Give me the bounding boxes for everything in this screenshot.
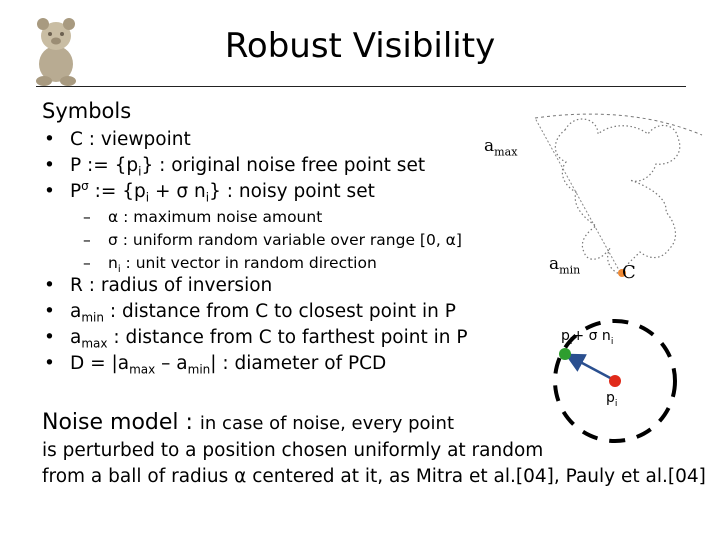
bullet-amax: amax : distance from C to farthest point… (42, 325, 468, 351)
original-point-label: pi (606, 390, 618, 409)
max-distance-line (534, 117, 621, 273)
bullet-viewpoint: C : viewpoint (42, 127, 425, 153)
bullet-amin: amin : distance from C to closest point … (42, 299, 468, 325)
noise-model-text-3: from a ball of radius α centered at it, … (42, 466, 706, 487)
symbol-list-top: C : viewpoint P := {pi} : original noise… (42, 127, 425, 205)
bullet-diameter: D = |amax – amin| : diameter of PCD (42, 351, 468, 377)
point-cloud-outline (554, 118, 681, 276)
bullet-radius: R : radius of inversion (42, 273, 468, 299)
noise-model-line: Noise model : in case of noise, every po… (42, 410, 454, 435)
inversion-figure (534, 113, 703, 277)
noise-model-text-2: is perturbed to a position chosen unifor… (42, 440, 544, 461)
noisy-point-dot (559, 348, 571, 360)
slide-title: Robust Visibility (224, 26, 496, 66)
bear-model-image (36, 18, 76, 86)
bullet-noisy-set: Pσ := {pi + σ ni} : noisy point set (42, 179, 425, 205)
noise-model-text-1: in case of noise, every point (199, 413, 455, 434)
outer-arc (534, 113, 703, 136)
symbols-heading: Symbols (42, 99, 132, 123)
viewpoint-label: C (622, 262, 636, 283)
noise-sub-list: α : maximum noise amount σ : uniform ran… (83, 206, 462, 275)
title-divider (36, 86, 686, 87)
noise-model-label: Noise model : (42, 410, 200, 435)
noise-ball-circle (553, 319, 677, 443)
symbol-list-bottom: R : radius of inversion amin : distance … (42, 273, 468, 377)
amax-label: amax (484, 136, 518, 159)
noise-vector-arrow (564, 353, 615, 382)
viewpoint-dot (618, 269, 626, 277)
sub-bullet-alpha: α : maximum noise amount (83, 206, 462, 229)
noisy-point-label: pi+ σ ni (561, 328, 614, 347)
sub-bullet-unit-vector: ni : unit vector in random direction (83, 252, 462, 275)
original-point-dot (609, 375, 621, 387)
noise-ball-figure (553, 319, 677, 443)
bullet-point-set: P := {pi} : original noise free point se… (42, 153, 425, 179)
amin-label: amin (549, 254, 581, 277)
sub-bullet-sigma: σ : uniform random variable over range [… (83, 229, 462, 252)
